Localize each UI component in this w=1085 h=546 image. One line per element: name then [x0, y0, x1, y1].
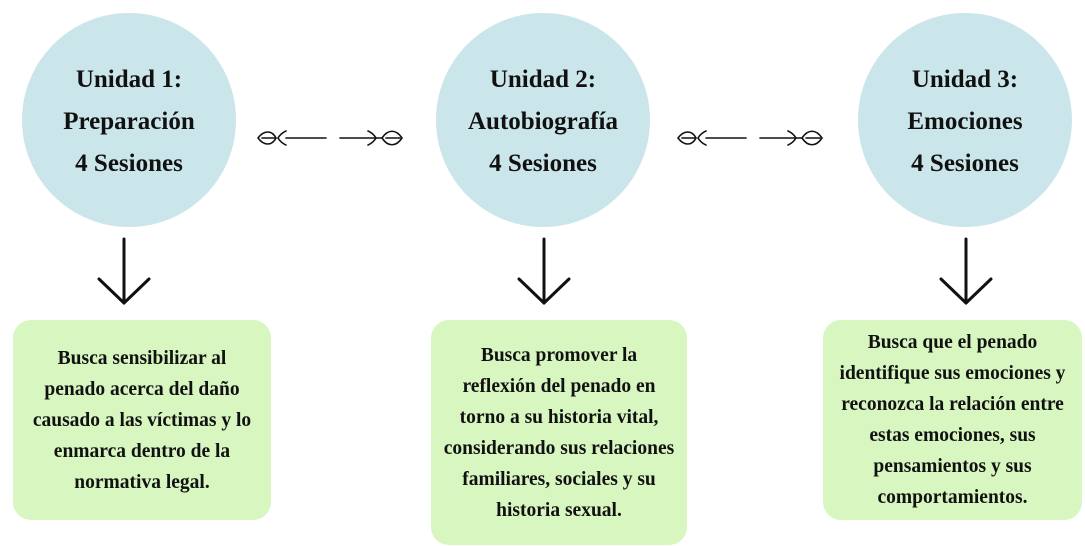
leaf-arrow-connector-icon	[257, 130, 403, 146]
unit-1-title: Unidad 1:	[75, 66, 183, 93]
unit-2-description-box: Busca promover la reflexión del penado e…	[431, 320, 687, 545]
unit-2-title: Unidad 2:	[489, 66, 597, 93]
unit-1-description-box: Busca sensibilizar al penado acerca del …	[13, 320, 271, 520]
unit-2-sessions: 4 Sesiones	[489, 150, 597, 177]
arrow-down-icon	[517, 237, 571, 305]
arrow-down-icon	[97, 237, 151, 305]
leaf-arrow-connector-icon	[677, 130, 823, 146]
unit-1-name: Preparación	[63, 108, 195, 135]
unit-3-description-box: Busca que el penado identifique sus emoc…	[823, 320, 1082, 520]
unit-1-circle: Unidad 1: Preparación 4 Sesiones	[22, 13, 236, 227]
unit-3-name: Emociones	[907, 108, 1023, 135]
unit-3-description: Busca que el penado identifique sus emoc…	[839, 332, 1066, 508]
unit-3-sessions: 4 Sesiones	[911, 150, 1019, 177]
unit-3-title: Unidad 3:	[911, 66, 1019, 93]
unit-3-circle: Unidad 3: Emociones 4 Sesiones	[858, 13, 1072, 227]
arrow-down-icon	[939, 237, 993, 305]
unit-2-circle: Unidad 2: Autobiografía 4 Sesiones	[436, 13, 650, 227]
unit-2-description: Busca promover la reflexión del penado e…	[443, 344, 675, 521]
unit-1-description: Busca sensibilizar al penado acerca del …	[32, 347, 252, 493]
unit-2-name: Autobiografía	[468, 108, 618, 135]
unit-1-sessions: 4 Sesiones	[75, 150, 183, 177]
